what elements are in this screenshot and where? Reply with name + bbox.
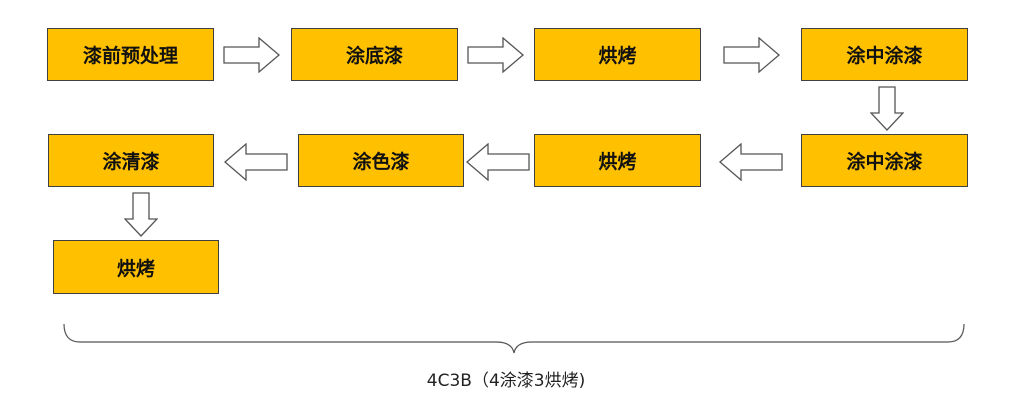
- step-pretreatment: 漆前预处理: [47, 28, 214, 81]
- step-primer: 涂底漆: [291, 28, 458, 81]
- arrow-down-icon: [124, 192, 158, 238]
- arrow-left-icon: [719, 143, 783, 181]
- step-midcoat-1: 涂中涂漆: [801, 28, 968, 81]
- step-bake-1: 烘烤: [534, 28, 701, 81]
- process-caption: 4C3B（4涂漆3烘烤): [426, 371, 586, 391]
- step-label: 涂中涂漆: [846, 45, 923, 67]
- arrow-left-icon: [224, 143, 288, 181]
- step-label: 烘烤: [598, 45, 637, 67]
- step-clearcoat: 涂清漆: [48, 134, 214, 187]
- step-label: 涂清漆: [102, 151, 160, 173]
- step-basecoat: 涂色漆: [298, 134, 464, 187]
- step-label: 涂色漆: [352, 151, 410, 173]
- arrow-right-icon: [223, 37, 281, 73]
- step-bake-2: 烘烤: [534, 134, 701, 187]
- step-label: 烘烤: [598, 151, 637, 173]
- arrow-left-icon: [466, 143, 530, 181]
- step-midcoat-2: 涂中涂漆: [801, 134, 968, 187]
- step-label: 涂中涂漆: [846, 151, 923, 173]
- step-label: 涂底漆: [345, 45, 403, 67]
- step-bake-3: 烘烤: [53, 240, 219, 294]
- arrow-down-icon: [870, 86, 904, 132]
- arrow-right-icon: [467, 37, 525, 73]
- arrow-right-icon: [723, 37, 781, 73]
- step-label: 漆前预处理: [82, 45, 178, 67]
- curly-brace: [60, 320, 968, 360]
- step-label: 烘烤: [116, 257, 155, 280]
